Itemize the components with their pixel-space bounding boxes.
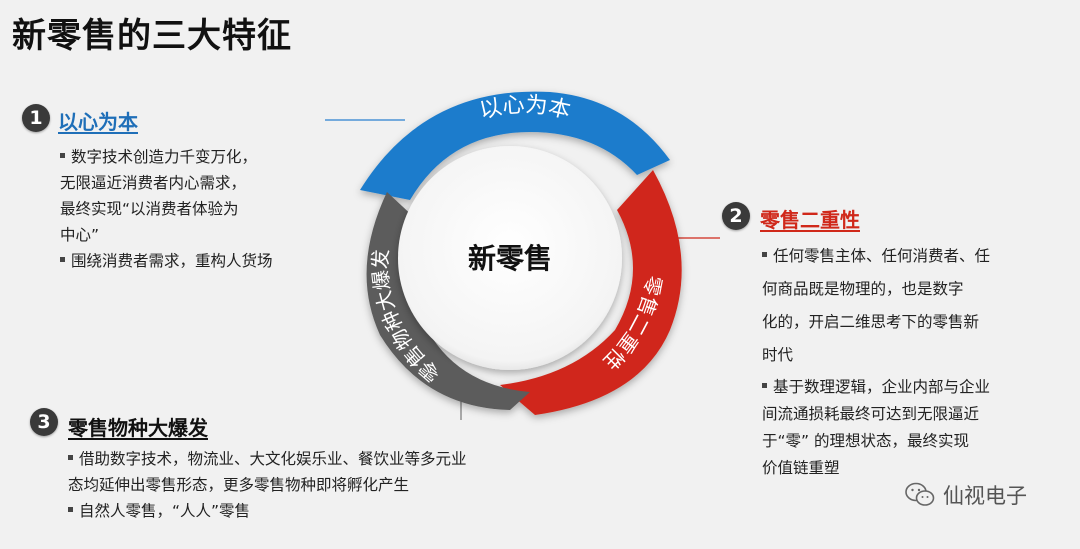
bullet-3-1: 借助数字技术，物流业、大文化娱乐业、餐饮业等多元业 态均延伸出零售形态，更多零售…	[68, 446, 467, 498]
bullet-line: 价值链重塑	[762, 459, 840, 477]
bullet-line: 态均延伸出零售形态，更多零售物种即将孵化产生	[68, 476, 410, 494]
page-title: 新零售的三大特征	[12, 16, 292, 56]
bullet-line: 化的，开启二维思考下的零售新	[762, 313, 980, 331]
wechat-icon	[905, 482, 935, 506]
bullet-line: 何商品既是物理的，也是数字	[762, 280, 964, 298]
bullet-1-1: 数字技术创造力千变万化， 无限逼近消费者内心需求， 最终实现“以消费者体验为 中…	[60, 144, 273, 248]
bullet-1-2: 围绕消费者需求，重构人货场	[60, 248, 273, 274]
bullet-line: 最终实现“以消费者体验为	[60, 200, 239, 218]
bullet-line: 借助数字技术，物流业、大文化娱乐业、餐饮业等多元业	[79, 450, 467, 468]
bullet-line: 自然人零售，“人人”零售	[79, 502, 251, 520]
heading-1[interactable]: 以心为本	[58, 110, 138, 134]
item-1-bullets: 数字技术创造力千变万化， 无限逼近消费者内心需求， 最终实现“以消费者体验为 中…	[60, 144, 273, 274]
ring-segment-red	[500, 170, 682, 415]
watermark: 仙视电子	[905, 480, 1027, 510]
number-badge-3: 3	[30, 408, 58, 436]
cycle-diagram: 新零售 以心为本 零售二重性 零售物种大爆发	[325, 91, 720, 420]
item-2-bullets: 任何零售主体、任何消费者、任 何商品既是物理的，也是数字 化的，开启二维思考下的…	[762, 240, 990, 482]
center-label: 新零售	[468, 242, 552, 275]
heading-3[interactable]: 零售物种大爆发	[68, 416, 208, 440]
ring-segment-blue	[360, 91, 670, 200]
bullet-line: 无限逼近消费者内心需求，	[60, 174, 247, 192]
bullet-line: 时代	[762, 346, 794, 364]
center-circle	[398, 146, 622, 370]
bullet-3-2: 自然人零售，“人人”零售	[68, 498, 467, 524]
number-badge-2: 2	[722, 202, 750, 230]
bullet-2-2: 基于数理逻辑，企业内部与企业 间流通损耗最终可达到无限逼近 于“零” 的理想状态…	[762, 374, 990, 482]
bullet-line: 间流通损耗最终可达到无限逼近	[762, 405, 980, 423]
bullet-line: 围绕消费者需求，重构人货场	[71, 252, 273, 270]
bullet-line: 数字技术创造力千变万化，	[71, 148, 258, 166]
number-badge-1: 1	[22, 104, 50, 132]
bullet-line: 基于数理逻辑，企业内部与企业	[773, 378, 991, 396]
heading-2[interactable]: 零售二重性	[760, 208, 860, 232]
watermark-text: 仙视电子	[943, 484, 1027, 508]
bullet-2-1: 任何零售主体、任何消费者、任 何商品既是物理的，也是数字 化的，开启二维思考下的…	[762, 240, 990, 372]
bullet-line: 于“零” 的理想状态，最终实现	[762, 432, 969, 450]
bullet-line: 中心”	[60, 226, 100, 244]
bullet-line: 任何零售主体、任何消费者、任	[773, 247, 991, 265]
item-3-bullets: 借助数字技术，物流业、大文化娱乐业、餐饮业等多元业 态均延伸出零售形态，更多零售…	[68, 446, 467, 524]
